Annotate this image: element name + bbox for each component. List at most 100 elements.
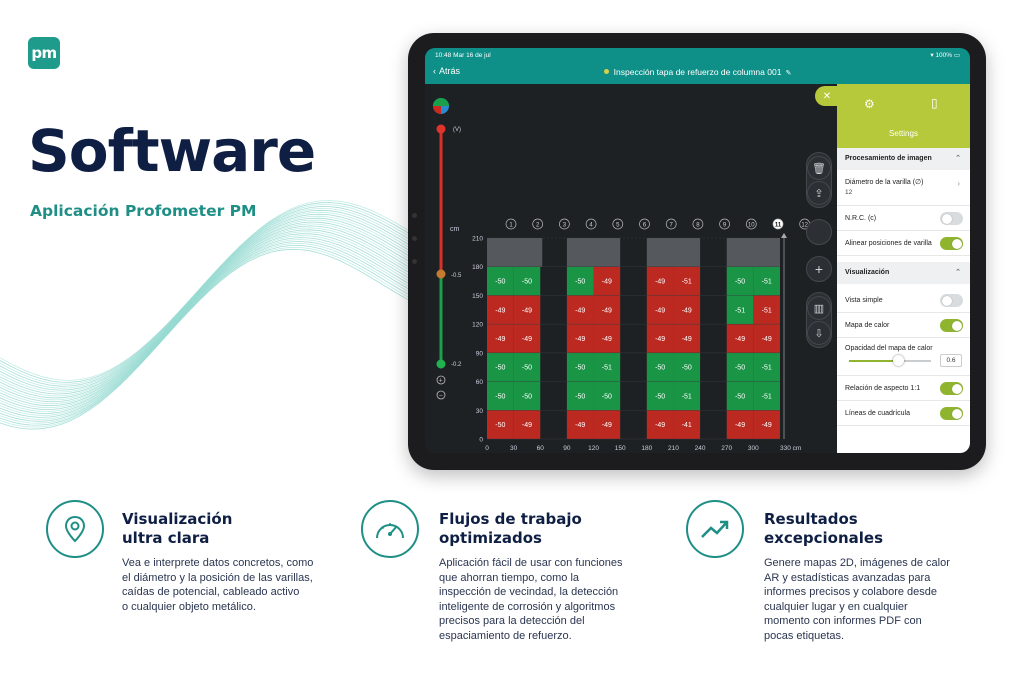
- scale-min-handle[interactable]: [436, 359, 446, 369]
- heatmap-cell[interactable]: [673, 295, 701, 325]
- heatmap-cell[interactable]: [487, 295, 514, 325]
- heatmap-cell[interactable]: [753, 381, 780, 411]
- add-icon[interactable]: +: [806, 256, 832, 282]
- bar-diameter-row[interactable]: Diámetro de la varilla (∅) 12 ›: [837, 170, 970, 206]
- heatmap-cell[interactable]: [566, 266, 594, 296]
- back-button[interactable]: ‹ Atrás: [433, 66, 460, 76]
- feature-body-line: pocas etiquetas.: [764, 629, 845, 642]
- heatmap-cell[interactable]: [753, 324, 780, 353]
- heatmap-cell[interactable]: [513, 295, 541, 325]
- heatmap-cell[interactable]: [673, 324, 701, 353]
- scan-line-marker[interactable]: [585, 218, 597, 230]
- heatmap-toggle[interactable]: [940, 319, 963, 332]
- align-toggle[interactable]: [940, 237, 963, 250]
- simple-view-toggle[interactable]: [940, 294, 963, 307]
- color-palette-icon[interactable]: [433, 98, 449, 114]
- heatmap-cell[interactable]: [487, 410, 514, 439]
- hero-title: Software: [28, 117, 316, 185]
- heatmap-cell[interactable]: [726, 352, 754, 382]
- heatmap-cell[interactable]: [646, 266, 674, 296]
- heatmap-cell[interactable]: [513, 381, 541, 411]
- zoom-in-icon[interactable]: +: [436, 375, 446, 385]
- heatmap-cell[interactable]: [513, 410, 541, 439]
- heatmap-cell[interactable]: [726, 410, 754, 439]
- heatmap-cell[interactable]: [673, 266, 701, 296]
- zoom-out-icon[interactable]: −: [436, 390, 446, 400]
- aspect-toggle[interactable]: [940, 382, 963, 395]
- scan-line-marker[interactable]: [772, 218, 784, 230]
- heatmap-cell[interactable]: [487, 352, 514, 382]
- scan-line-marker[interactable]: [745, 218, 757, 230]
- scan-line-marker[interactable]: [559, 218, 570, 230]
- heatmap-cell[interactable]: [646, 295, 674, 325]
- heatmap-cell[interactable]: [673, 381, 701, 411]
- heatmap-cell[interactable]: [753, 266, 780, 296]
- close-settings-button[interactable]: ✕: [815, 86, 839, 106]
- heatmap-cell[interactable]: [566, 410, 594, 439]
- heatmap-cell[interactable]: [566, 324, 594, 353]
- opacity-slider[interactable]: [849, 355, 931, 366]
- scale-mid-handle[interactable]: [436, 269, 446, 279]
- book-icon[interactable]: ▯: [931, 96, 938, 110]
- probe-icon[interactable]: ⇩: [807, 321, 831, 345]
- heatmap-cell[interactable]: [726, 324, 754, 353]
- scan-line-marker[interactable]: [505, 218, 517, 230]
- grid-toggle[interactable]: [940, 407, 963, 420]
- share-icon[interactable]: ⇪: [807, 181, 831, 205]
- heatmap-cell[interactable]: [673, 410, 701, 439]
- heatmap-cell[interactable]: [566, 352, 594, 382]
- heatmap-cell[interactable]: [593, 410, 621, 439]
- heatmap-cell[interactable]: [487, 266, 514, 296]
- heatmap-cell[interactable]: [593, 352, 621, 382]
- wave-line: [0, 211, 460, 393]
- heatmap-cell[interactable]: [646, 352, 674, 382]
- heatmap-cell[interactable]: [726, 295, 754, 325]
- section-visualization[interactable]: Visualización⌃: [837, 262, 970, 284]
- opacity-slider-handle[interactable]: [892, 355, 904, 366]
- feature-body-line: Vea e interprete datos concretos, como: [122, 557, 314, 569]
- heatmap-cell[interactable]: [487, 324, 514, 353]
- grid-row: Líneas de cuadrícula: [837, 401, 970, 426]
- cell-value: -49: [682, 307, 692, 314]
- cell-value: -49: [522, 307, 532, 314]
- speedometer-icon: [376, 523, 404, 539]
- heatmap-cell[interactable]: [753, 295, 780, 325]
- opacity-value[interactable]: 0.6: [940, 354, 962, 367]
- cell-value: -50: [682, 365, 692, 372]
- x-tick-label: 150: [615, 445, 626, 452]
- gear-icon[interactable]: ⚙: [864, 97, 875, 111]
- heatmap-cell[interactable]: [513, 324, 541, 353]
- heatmap-cell[interactable]: [593, 295, 621, 325]
- potential-heatmap[interactable]: (V) -0.5 -0.2 + − cm -50-49-49-50-50-50-…: [425, 84, 837, 453]
- scale-max-handle[interactable]: [436, 124, 446, 134]
- scan-line-marker[interactable]: [639, 218, 650, 230]
- edit-pencil-icon[interactable]: ✎: [785, 70, 792, 77]
- record-button[interactable]: [806, 219, 832, 245]
- heatmap-cell[interactable]: [566, 295, 594, 325]
- heatmap-cell[interactable]: [593, 266, 621, 296]
- scan-line-marker[interactable]: [719, 218, 730, 230]
- section-image-processing[interactable]: Procesamiento de imagen⌃: [837, 148, 970, 170]
- heatmap-cell[interactable]: [753, 352, 780, 382]
- cell-value: -49: [655, 336, 665, 343]
- heatmap-cell[interactable]: [673, 352, 701, 382]
- scan-line-marker[interactable]: [692, 218, 704, 230]
- heatmap-cell[interactable]: [753, 410, 780, 439]
- heatmap-cell[interactable]: [646, 324, 674, 353]
- heatmap-cell[interactable]: [566, 381, 594, 411]
- scan-line-marker[interactable]: [532, 218, 544, 230]
- heatmap-cell[interactable]: [593, 324, 621, 353]
- heatmap-cell[interactable]: [593, 381, 621, 411]
- trash-icon[interactable]: 🗑: [807, 156, 831, 180]
- split-view-icon[interactable]: ▥: [807, 296, 831, 320]
- scan-line-marker[interactable]: [612, 218, 624, 230]
- heatmap-cell[interactable]: [646, 381, 674, 411]
- scan-line-marker[interactable]: [665, 218, 677, 230]
- heatmap-cell[interactable]: [726, 266, 754, 296]
- heatmap-cell[interactable]: [513, 352, 541, 382]
- heatmap-cell[interactable]: [726, 381, 754, 411]
- heatmap-cell[interactable]: [646, 410, 674, 439]
- heatmap-cell[interactable]: [487, 381, 514, 411]
- nrc-toggle[interactable]: [940, 212, 963, 225]
- heatmap-cell[interactable]: [513, 266, 541, 296]
